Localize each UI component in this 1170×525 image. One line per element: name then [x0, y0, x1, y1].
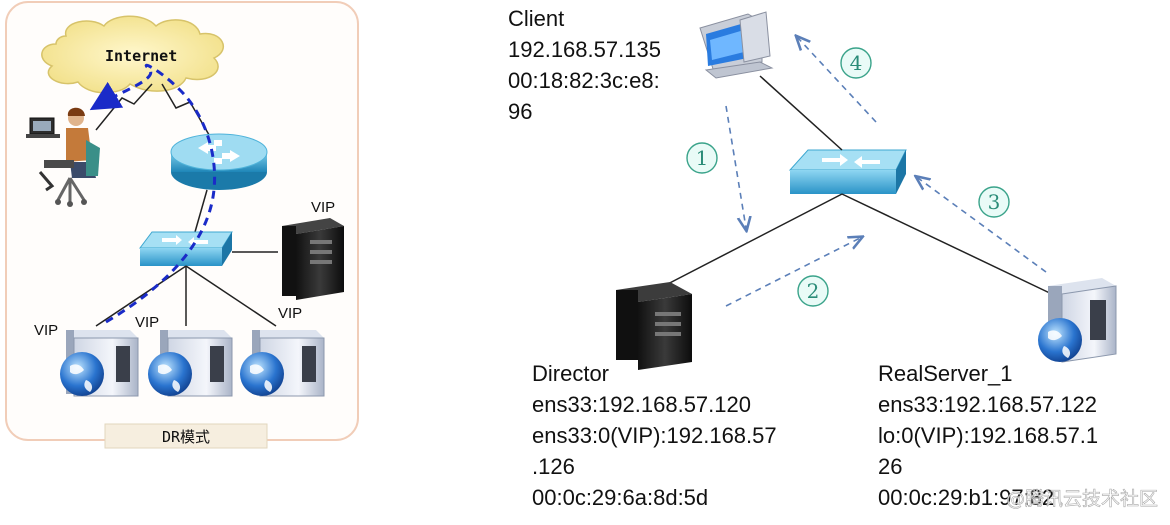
flow-arrow-3: [918, 178, 1047, 273]
router-to-switch-link: [194, 189, 208, 233]
switch-to-realserver-link: [841, 193, 1057, 297]
internet-to-user-link: [95, 83, 153, 131]
internet-to-router-link: [161, 83, 213, 141]
vip-label-rs3: VIP: [278, 305, 302, 322]
switch-to-rs1-link: [95, 265, 187, 327]
director-line4: 00:0c:29:6a:8d:5d: [532, 485, 708, 510]
realserver-name: RealServer_1: [878, 361, 1013, 386]
vip-label-rs1: VIP: [34, 322, 58, 339]
client-ip: 192.168.57.135: [508, 37, 661, 62]
watermark-text: @腾讯云技术社区: [1006, 488, 1158, 510]
step-badge-2: 2: [797, 275, 829, 307]
step-badge-1: 1: [686, 142, 718, 174]
realserver-icon: [1038, 278, 1117, 363]
switch-icon: [139, 231, 233, 266]
right-panel: Client 192.168.57.135 00:18:82:3c:e8: 96: [508, 6, 1158, 510]
client-computer-icon: [699, 11, 774, 79]
left-panel: Internet: [5, 1, 359, 449]
director-name: Director: [532, 361, 609, 386]
core-switch-icon: [788, 149, 907, 194]
real-server-icon-1: [60, 330, 139, 397]
request-path-arrow: [89, 63, 217, 324]
router-icon: [170, 133, 268, 190]
switch-to-director-link: [659, 193, 843, 289]
director-server-icon: [616, 282, 692, 370]
real-server-icon-2: [148, 330, 233, 397]
step-badge-4: 4: [840, 47, 872, 79]
client-name: Client: [508, 6, 564, 31]
internet-cloud-icon: [41, 15, 225, 94]
vip-label-rs2: VIP: [135, 314, 159, 331]
director-line3: .126: [532, 454, 575, 479]
vip-label-director: VIP: [311, 199, 335, 216]
real-server-icon-3: [240, 330, 325, 397]
step-badge-3: 3: [978, 186, 1010, 218]
internet-label: Internet: [105, 47, 177, 65]
director-server-icon-left: [282, 218, 344, 300]
mode-label: DR模式: [162, 428, 210, 446]
switch-to-rs3-link: [185, 265, 277, 327]
realserver-line2: lo:0(VIP):192.168.57.1: [878, 423, 1098, 448]
realserver-line3: 26: [878, 454, 902, 479]
director-line2: ens33:0(VIP):192.168.57: [532, 423, 777, 448]
flow-arrow-1: [725, 105, 746, 228]
director-line1: ens33:192.168.57.120: [532, 392, 751, 417]
svg-text:2: 2: [807, 279, 820, 303]
client-to-switch-link: [759, 75, 843, 151]
flow-arrow-2: [725, 238, 860, 307]
flow-arrow-4: [798, 38, 877, 123]
user-at-laptop-icon: [26, 107, 100, 207]
client-mac-line1: 00:18:82:3c:e8:: [508, 68, 660, 93]
client-mac-line2: 96: [508, 99, 532, 124]
realserver-line1: ens33:192.168.57.122: [878, 392, 1097, 417]
svg-text:1: 1: [696, 146, 709, 170]
mode-label-box: [104, 423, 268, 449]
svg-text:3: 3: [988, 190, 1001, 214]
realserver-line4: 00:0c:29:b1:97:82: [878, 485, 1054, 510]
svg-text:4: 4: [850, 51, 863, 75]
